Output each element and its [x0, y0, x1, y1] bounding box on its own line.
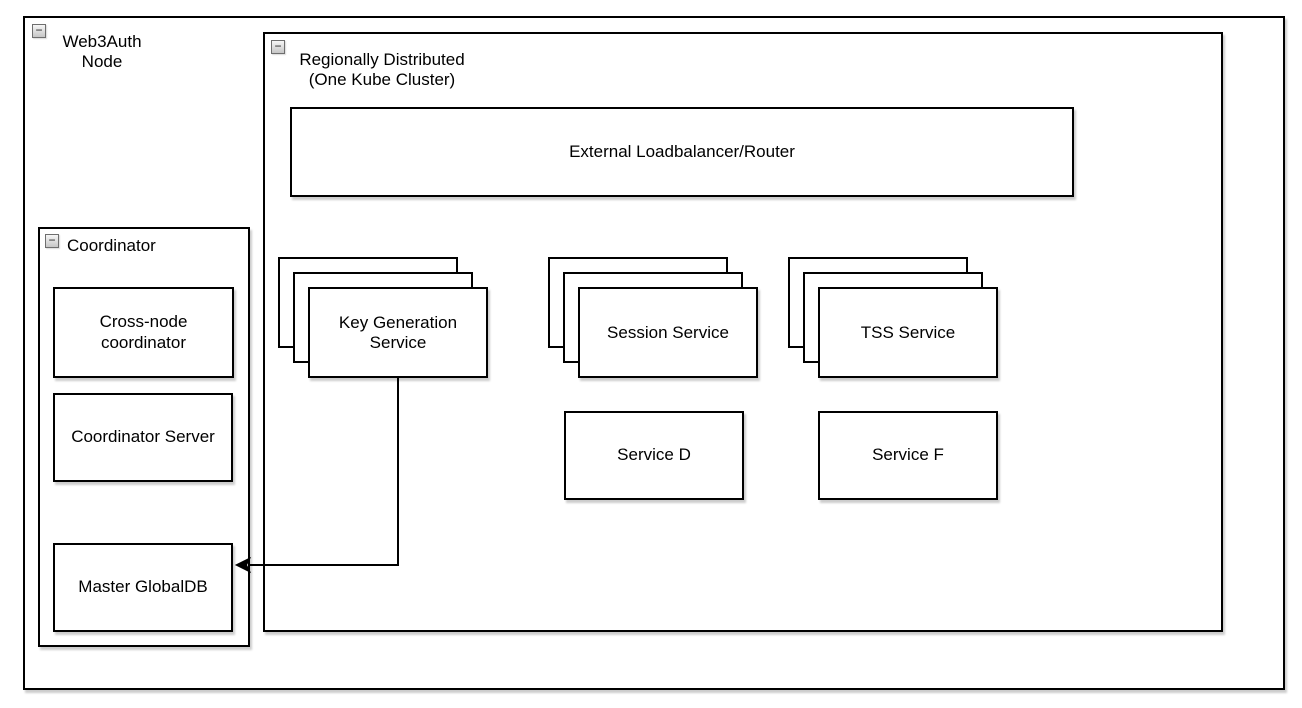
node-label: TSS Service [860, 322, 956, 342]
node-label: Service D [617, 445, 691, 465]
coordinator-collapse-button[interactable]: − [45, 234, 59, 248]
node-stack-session-service: Session Service [548, 257, 758, 378]
node-label: External Loadbalancer/Router [569, 141, 795, 161]
node-stack-key-generation-service: Key Generation Service [278, 257, 488, 378]
node-coordinator-server: Coordinator Server [53, 393, 233, 482]
minus-icon: − [35, 23, 43, 37]
web3auth-node-label: Web3Auth Node [62, 32, 142, 72]
node-tss-service: TSS Service [818, 287, 998, 378]
node-label: Coordinator Server [71, 427, 215, 447]
regionally-distributed-collapse-button[interactable]: − [271, 40, 285, 54]
node-label: Cross-node coordinator [99, 312, 188, 352]
minus-icon: − [274, 39, 282, 53]
regionally-distributed-label: Regionally Distributed (One Kube Cluster… [299, 50, 465, 90]
node-key-generation-service: Key Generation Service [308, 287, 488, 378]
node-label: Master GlobalDB [78, 577, 208, 597]
minus-icon: − [48, 233, 56, 247]
coordinator-label: Coordinator [67, 236, 156, 255]
node-service-d: Service D [564, 411, 744, 500]
node-session-service: Session Service [578, 287, 758, 378]
node-label: Service F [872, 445, 944, 465]
node-master-globaldb: Master GlobalDB [53, 543, 233, 632]
node-external-loadbalancer: External Loadbalancer/Router [290, 107, 1074, 197]
node-label: Session Service [607, 322, 729, 342]
node-label: Key Generation Service [338, 312, 458, 352]
web3auth-node-collapse-button[interactable]: − [32, 24, 46, 38]
node-cross-node-coordinator: Cross-node coordinator [53, 287, 234, 378]
node-service-f: Service F [818, 411, 998, 500]
node-stack-tss-service: TSS Service [788, 257, 998, 378]
